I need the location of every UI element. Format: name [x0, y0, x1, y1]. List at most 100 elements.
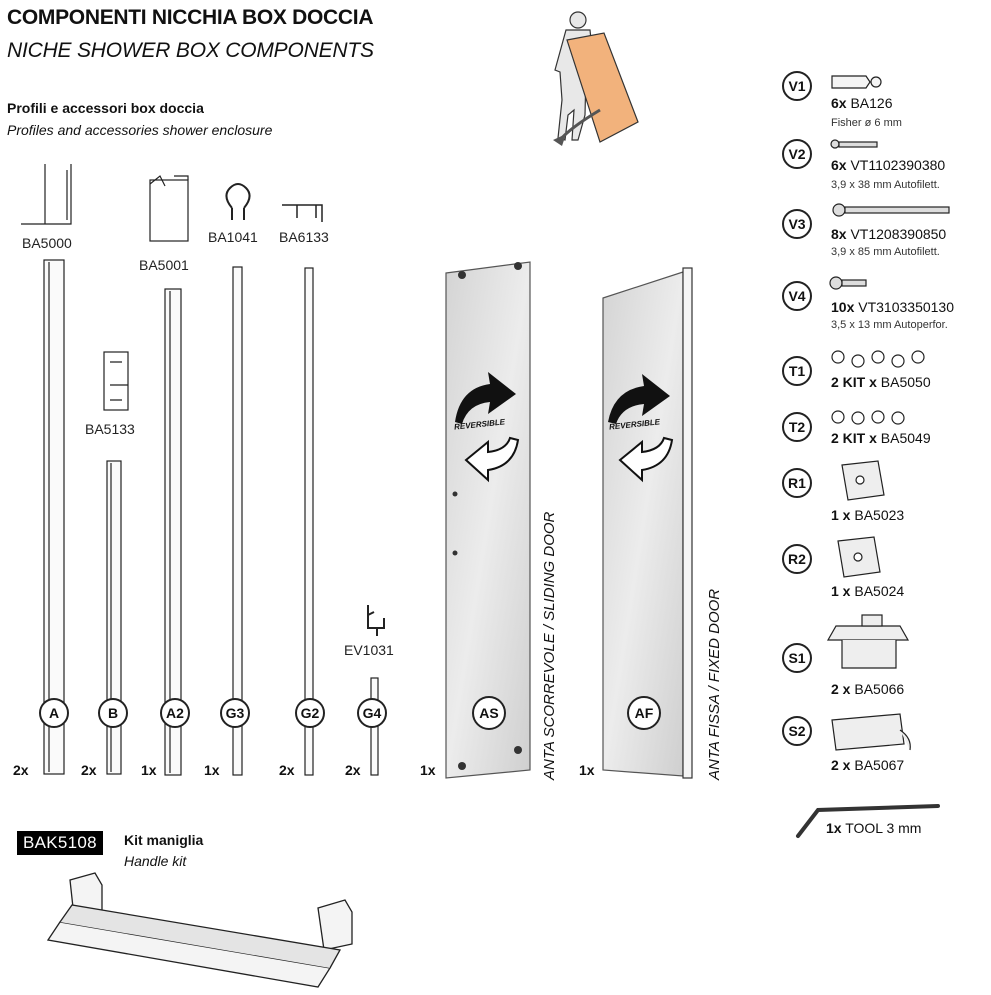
handle-kit-subtitle: Handle kit — [124, 853, 187, 869]
hw-label-v1: V1 — [782, 71, 812, 101]
hw-r1-code: BA5023 — [854, 507, 905, 523]
code-ev1031: EV1031 — [344, 642, 394, 658]
hw-r2-line: 1 x BA5024 — [831, 583, 904, 599]
hw-v1-code: BA126 — [850, 95, 893, 111]
code-ba5000: BA5000 — [22, 235, 72, 251]
hw-t1-line: 2 KIT x BA5050 — [831, 374, 931, 390]
guide-s2-icon — [831, 713, 911, 751]
handle-kit-title: Kit maniglia — [124, 832, 204, 848]
hw-label-v2: V2 — [782, 139, 812, 169]
qty-a2: 1x — [141, 762, 157, 778]
hw-s2-qty: 2 x — [831, 757, 851, 773]
hw-v2-code: VT1102390380 — [850, 157, 946, 173]
qty-a: 2x — [13, 762, 29, 778]
hw-label-v3: V3 — [782, 209, 812, 239]
bracket-r2-icon — [837, 536, 881, 578]
roller-kit-t1-icon — [831, 350, 925, 368]
allen-key-icon — [796, 804, 940, 838]
tool-label: TOOL 3 mm — [845, 820, 922, 836]
person-carrying-panel-icon — [553, 11, 639, 146]
part-label-g4: G4 — [357, 698, 387, 728]
handle-kit-code: BAK5108 — [17, 831, 103, 855]
part-label-g3: G3 — [220, 698, 250, 728]
hw-r2-code: BA5024 — [854, 583, 905, 599]
hw-v3-code: VT1208390850 — [850, 226, 947, 242]
reversible-arrow-icon — [455, 372, 520, 483]
long-profile-b — [106, 460, 122, 775]
hw-t2-code: BA5049 — [880, 430, 931, 446]
hw-r1-qty: 1 x — [831, 507, 851, 523]
hw-t2-qty: 2 KIT x — [831, 430, 877, 446]
bracket-r1-icon — [841, 460, 885, 501]
profile-ba5001-icon — [149, 175, 189, 242]
qty-g2: 2x — [279, 762, 295, 778]
hw-v2-desc: 3,9 x 38 mm Autofilett. — [831, 179, 940, 191]
hw-label-t2: T2 — [782, 412, 812, 442]
qty-af: 1x — [579, 762, 595, 778]
qty-b: 2x — [81, 762, 97, 778]
part-label-a2: A2 — [160, 698, 190, 728]
code-ba5001: BA5001 — [139, 257, 189, 273]
handle-kit-icon — [46, 872, 353, 988]
profile-ev1031-icon — [367, 605, 385, 636]
qty-g3: 1x — [204, 762, 220, 778]
tool-qty: 1x — [826, 820, 842, 836]
profile-ba5000-icon — [21, 164, 72, 225]
long-profile-a — [43, 259, 65, 775]
long-profile-g2 — [304, 267, 314, 776]
hw-label-r2: R2 — [782, 544, 812, 574]
part-label-b: B — [98, 698, 128, 728]
screw-38-icon — [830, 139, 878, 149]
hw-label-s2: S2 — [782, 716, 812, 746]
long-profile-g3 — [232, 266, 243, 776]
hw-v1-qty: 6x — [831, 95, 847, 111]
screw-13-icon — [829, 276, 867, 290]
hw-t2-line: 2 KIT x BA5049 — [831, 430, 931, 446]
code-ba5133: BA5133 — [85, 421, 135, 437]
reversible-arrow-icon-2 — [608, 374, 674, 483]
screw-85-icon — [832, 203, 950, 217]
part-label-af: AF — [627, 696, 661, 730]
roller-kit-t2-icon — [831, 410, 905, 425]
code-ba6133: BA6133 — [279, 229, 329, 245]
hw-v2-line: 6x VT1102390380 — [831, 157, 945, 173]
hw-label-v4: V4 — [782, 281, 812, 311]
section-title: Profili e accessori box doccia — [7, 100, 204, 116]
profile-ba1041-icon — [225, 183, 251, 220]
hw-label-s1: S1 — [782, 643, 812, 673]
hw-t1-code: BA5050 — [880, 374, 931, 390]
fixed-door-label: ANTA FISSA / FIXED DOOR — [706, 588, 723, 780]
hw-v4-qty: 10x — [831, 299, 855, 315]
hw-s2-line: 2 x BA5067 — [831, 757, 904, 773]
hw-s2-code: BA5067 — [854, 757, 905, 773]
hw-label-t1: T1 — [782, 356, 812, 386]
stopper-s1-icon — [826, 614, 910, 669]
page-subtitle: NICHE SHOWER BOX COMPONENTS — [7, 39, 374, 62]
sliding-door-label: ANTA SCORREVOLE / SLIDING DOOR — [541, 511, 558, 780]
long-profile-a2 — [164, 288, 182, 776]
hw-v4-line: 10x VT3103350130 — [831, 299, 954, 315]
qty-g4: 2x — [345, 762, 361, 778]
hw-t1-qty: 2 KIT x — [831, 374, 877, 390]
profile-ba6133-icon — [282, 204, 323, 222]
hw-r1-line: 1 x BA5023 — [831, 507, 904, 523]
hw-s1-code: BA5066 — [854, 681, 905, 697]
part-label-as: AS — [472, 696, 506, 730]
code-ba1041: BA1041 — [208, 229, 258, 245]
hw-v2-qty: 6x — [831, 157, 847, 173]
hw-s1-qty: 2 x — [831, 681, 851, 697]
hw-v1-line: 6x BA126 — [831, 95, 893, 111]
hw-r2-qty: 1 x — [831, 583, 851, 599]
part-label-a: A — [39, 698, 69, 728]
anchor-plug-icon — [831, 75, 882, 89]
hw-v4-desc: 3,5 x 13 mm Autoperfor. — [831, 319, 948, 331]
profile-ba5133-icon — [103, 351, 129, 411]
qty-as: 1x — [420, 762, 436, 778]
hw-v4-code: VT3103350130 — [858, 299, 955, 315]
part-label-g2: G2 — [295, 698, 325, 728]
hw-v3-qty: 8x — [831, 226, 847, 242]
hw-label-r1: R1 — [782, 468, 812, 498]
tool-line: 1x TOOL 3 mm — [826, 820, 921, 836]
section-subtitle: Profiles and accessories shower enclosur… — [7, 122, 273, 138]
